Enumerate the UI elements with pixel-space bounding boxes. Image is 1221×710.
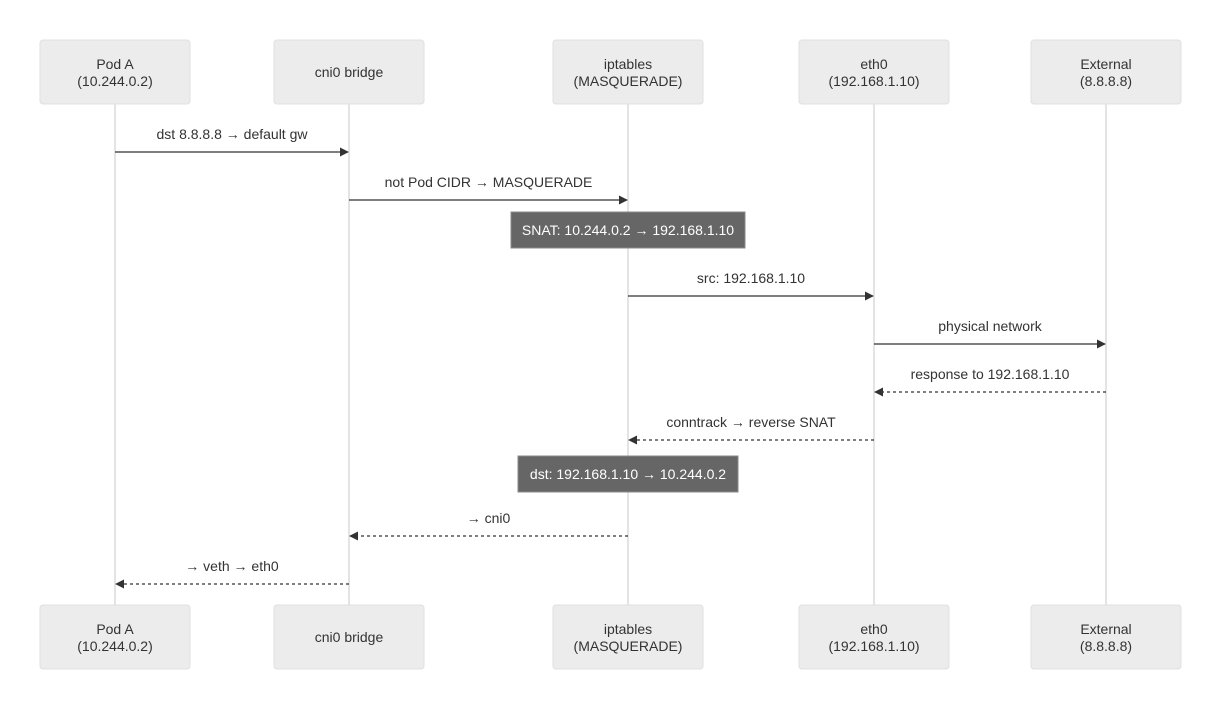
- participant-box-bg: [39, 604, 191, 670]
- message-7: conntrack → reverse SNAT: [628, 414, 874, 445]
- participant-box-bg: [798, 39, 950, 105]
- note-bg: [517, 455, 739, 493]
- participant-detail: (8.8.8.8): [1080, 73, 1132, 89]
- participant-box-eth-bottom: eth0(192.168.1.10): [798, 604, 950, 670]
- participant-box-bg: [798, 604, 950, 670]
- message-label: → cni0: [467, 510, 511, 526]
- message-label: src: 192.168.1.10: [697, 270, 805, 286]
- message-1: dst 8.8.8.8 → default gw: [115, 126, 349, 157]
- participant-box-bg: [1030, 604, 1182, 670]
- participant-detail: (10.244.0.2): [77, 73, 153, 89]
- participant-box-ext-bottom: External(8.8.8.8): [1030, 604, 1182, 670]
- note-bg: [510, 211, 746, 249]
- message-6: response to 192.168.1.10: [874, 366, 1106, 397]
- participant-detail: (8.8.8.8): [1080, 638, 1132, 654]
- participant-box-bg: [552, 39, 704, 105]
- participant-detail: (192.168.1.10): [828, 638, 919, 654]
- message-label: → veth → eth0: [185, 558, 279, 574]
- message-2: not Pod CIDR → MASQUERADE: [349, 174, 628, 205]
- message-label: dst 8.8.8.8 → default gw: [157, 126, 309, 142]
- participant-name: External: [1080, 56, 1131, 72]
- message-label: response to 192.168.1.10: [911, 366, 1070, 382]
- participant-detail: (10.244.0.2): [77, 638, 153, 654]
- note-1: SNAT: 10.244.0.2 → 192.168.1.10: [510, 211, 746, 249]
- participant-detail: (192.168.1.10): [828, 73, 919, 89]
- participant-detail: (MASQUERADE): [574, 638, 683, 654]
- participant-box-bg: [273, 39, 425, 105]
- note-2: dst: 192.168.1.10 → 10.244.0.2: [517, 455, 739, 493]
- note-label: SNAT: 10.244.0.2 → 192.168.1.10: [522, 222, 734, 238]
- participant-box-cni-bottom: cni0 bridge: [273, 604, 425, 670]
- participant-box-eth-top: eth0(192.168.1.10): [798, 39, 950, 105]
- participant-box-ext-top: External(8.8.8.8): [1030, 39, 1182, 105]
- participant-box-bg: [273, 604, 425, 670]
- participant-box-pod-top: Pod A(10.244.0.2): [39, 39, 191, 105]
- note-label: dst: 192.168.1.10 → 10.244.0.2: [530, 466, 726, 482]
- participant-box-ipt-bottom: iptables(MASQUERADE): [552, 604, 704, 670]
- message-4: src: 192.168.1.10: [628, 270, 874, 301]
- participant-name: eth0: [860, 56, 887, 72]
- participant-detail: (MASQUERADE): [574, 73, 683, 89]
- participant-box-bg: [1030, 39, 1182, 105]
- participant-box-bg: [39, 39, 191, 105]
- participant-name: cni0 bridge: [315, 64, 384, 80]
- message-9: → cni0: [349, 510, 628, 541]
- participant-name: eth0: [860, 621, 887, 637]
- message-5: physical network: [874, 318, 1106, 349]
- participant-name: iptables: [604, 621, 652, 637]
- participant-name: Pod A: [96, 56, 134, 72]
- message-label: not Pod CIDR → MASQUERADE: [385, 174, 593, 190]
- participant-box-pod-bottom: Pod A(10.244.0.2): [39, 604, 191, 670]
- participant-name: Pod A: [96, 621, 134, 637]
- participant-box-ipt-top: iptables(MASQUERADE): [552, 39, 704, 105]
- participant-name: iptables: [604, 56, 652, 72]
- participant-box-cni-top: cni0 bridge: [273, 39, 425, 105]
- participant-name: External: [1080, 621, 1131, 637]
- participant-box-bg: [552, 604, 704, 670]
- message-label: conntrack → reverse SNAT: [666, 414, 836, 430]
- participant-name: cni0 bridge: [315, 629, 384, 645]
- message-10: → veth → eth0: [115, 558, 349, 589]
- message-label: physical network: [938, 318, 1042, 334]
